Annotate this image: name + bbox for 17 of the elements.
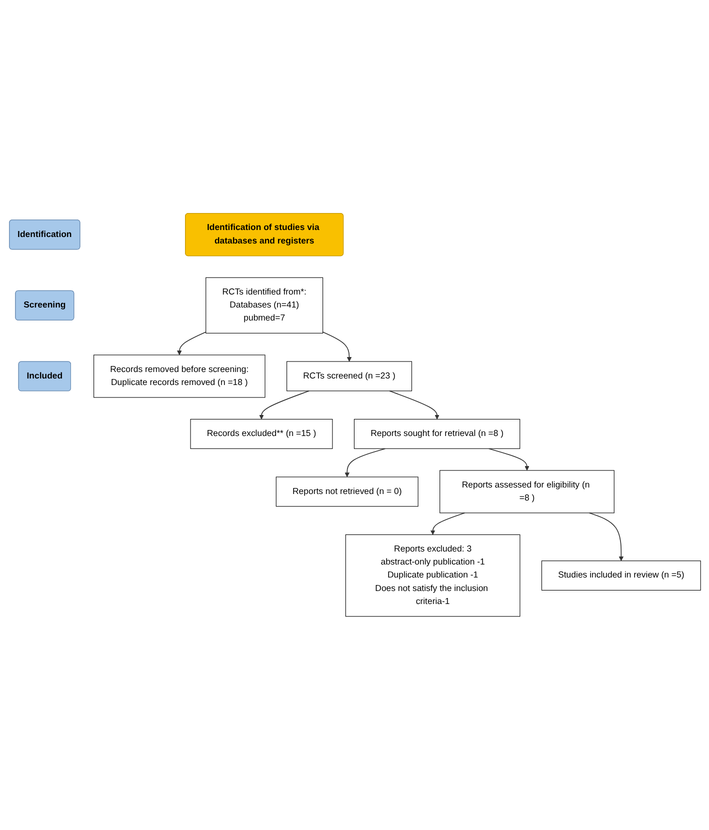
arrow [430, 512, 465, 536]
node-box: Studies included in review (n =5) [540, 560, 700, 591]
node-box: Records removed before screening: Duplicate records removed (n =18 ) [93, 354, 265, 398]
arrow [388, 390, 439, 420]
arrow [258, 390, 310, 420]
arrow [588, 512, 624, 562]
arrow [488, 448, 529, 471]
node-box: Reports excluded: 3 abstract-only publication -1 Duplicate publication -1 Does not satisfy the inclusion criteria-1 [344, 534, 520, 617]
node-box: Reports sought for retrieval (n =8 ) [353, 419, 520, 450]
arrow [344, 448, 386, 478]
arrow [176, 332, 206, 356]
node-box: Records excluded** (n =15 ) [190, 419, 332, 450]
arrow [322, 332, 352, 362]
node-box: Reports not retrieved (n = 0) [275, 476, 418, 507]
node-box: RCTs identified from*: Databases (n=41) pubmed=7 [205, 277, 323, 334]
node-box: RCTs screened (n =23 ) [286, 361, 412, 392]
node-box: Reports assessed for eligibility (n =8 ) [439, 470, 614, 514]
